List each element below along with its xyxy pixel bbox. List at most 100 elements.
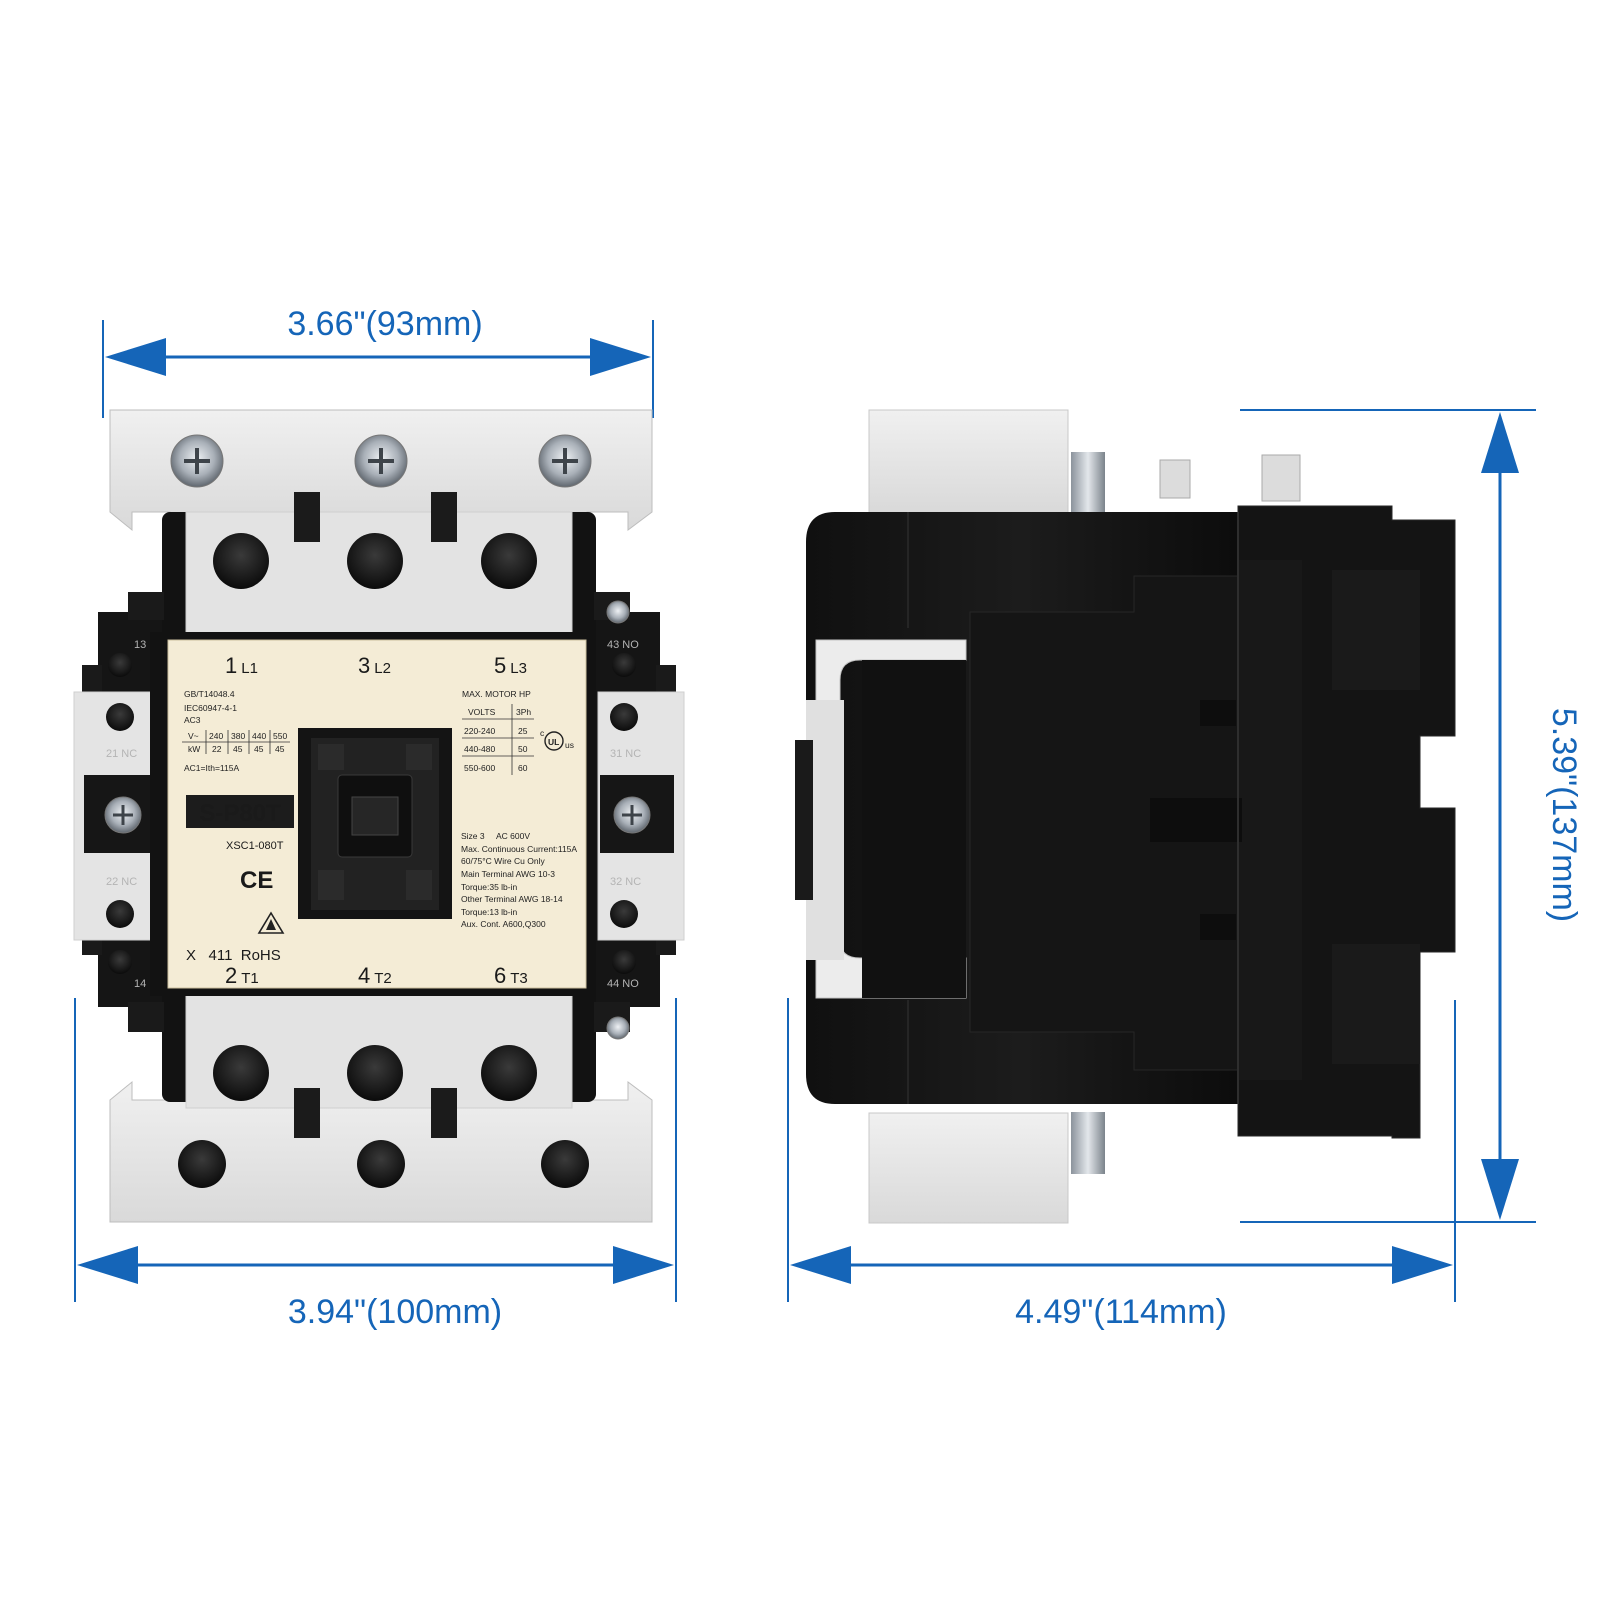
side-bottom-cover (868, 1112, 1069, 1224)
rating-cell: 45 (254, 744, 264, 754)
motor-hp-header: VOLTS (468, 707, 496, 717)
spec-line: Torque:35 lb-in (461, 882, 518, 892)
terminal-number: 4 (358, 963, 370, 988)
top-cover-screw (538, 434, 592, 488)
spec-line: Other Terminal AWG 18-14 (461, 894, 563, 904)
aux-terminal-hole (610, 703, 638, 731)
aux-terminal-hole (106, 703, 134, 731)
terminal-hole (347, 1045, 403, 1101)
spec-line: Max. Continuous Current:115A (461, 844, 577, 854)
bottom-width-label: 3.94"(100mm) (288, 1293, 502, 1331)
terminal-number: 6 (494, 963, 506, 988)
standard-line: AC3 (184, 715, 201, 725)
svg-text:us: us (565, 740, 574, 750)
terminal-hole (213, 533, 269, 589)
terminal-sub: T2 (374, 970, 392, 987)
rating-cell: 22 (212, 744, 222, 754)
aux-label-13: 13 (134, 639, 146, 651)
cover-screw-hole (541, 1140, 589, 1188)
side-height-label: 5.39"(137mm) (1545, 708, 1583, 922)
terminal-hole (481, 533, 537, 589)
spec-line: 60/75°C Wire Cu Only (461, 856, 545, 866)
terminal-sub: L1 (241, 660, 258, 677)
side-depth-label: 4.49"(114mm) (1015, 1293, 1227, 1331)
contactor-front-view: 13 43 NO 21 NC 31 NC 22 NC 32 NC 14 44 N… (73, 409, 685, 1223)
aux-screw (606, 1016, 630, 1040)
rating-cell: 240 (209, 731, 223, 741)
top-width-label: 3.66"(93mm) (287, 305, 482, 343)
terminal-sub: T1 (241, 970, 259, 987)
aux-label-21-nc: 21 NC (106, 748, 137, 760)
top-cover-screw (354, 434, 408, 488)
svg-text:5L3: 5L3 (494, 653, 527, 678)
cover-screw-hole (357, 1140, 405, 1188)
spec-line: Torque:13 lb-in (461, 907, 518, 917)
terminal-bolt (1071, 1112, 1105, 1174)
ul-mark-icon: UL c us (540, 728, 574, 751)
svg-text:1L1: 1L1 (225, 653, 258, 678)
aux-label-14: 14 (134, 978, 146, 990)
rating-cell: 45 (275, 744, 285, 754)
svg-text:4T2: 4T2 (358, 963, 392, 988)
terminal-bolt (1071, 452, 1105, 514)
spec-line: Aux. Cont. A600,Q300 (461, 919, 546, 929)
dimension-lines (74, 320, 1536, 1302)
aux-terminal-hole (108, 653, 132, 677)
model-name: S-P80T (199, 800, 281, 827)
contactor-side-view (795, 409, 1456, 1224)
ce-mark: CE (240, 867, 273, 894)
aux-screw (104, 796, 142, 834)
spec-line: Main Terminal AWG 10-3 (461, 869, 555, 879)
standard-line: IEC60947-4-1 (184, 703, 237, 713)
motor-hp-cell: 50 (518, 744, 528, 754)
motor-hp-cell: 25 (518, 726, 528, 736)
model-badge (186, 795, 294, 828)
rating-cell: kW (188, 744, 200, 754)
terminal-number: 1 (225, 653, 237, 678)
aux-terminal-hole (610, 900, 638, 928)
rating-table: V~ 240 380 440 550 kW 22 45 45 45 (182, 730, 290, 754)
part-number: XSC1-080T (226, 840, 284, 852)
aux-terminal-hole (612, 950, 636, 974)
aux-terminal-hole (106, 900, 134, 928)
svg-text:c: c (540, 728, 545, 738)
rating-cell: 440 (252, 731, 266, 741)
terminal-hole (481, 1045, 537, 1101)
aux-label-44-no: 44 NO (607, 978, 639, 990)
aux-terminal-hole (108, 950, 132, 974)
motor-hp-cell: 550-600 (464, 763, 495, 773)
motor-hp-header: 3Ph (516, 707, 531, 717)
terminal-sub: L2 (374, 660, 391, 677)
warning-triangle-icon (257, 911, 285, 934)
svg-text:2T1: 2T1 (225, 963, 259, 988)
terminal-sub: T3 (510, 970, 528, 987)
terminal-hole (347, 533, 403, 589)
rating-cell: V~ (188, 731, 199, 741)
aux-terminal-hole (612, 653, 636, 677)
terminal-hole (213, 1045, 269, 1101)
aux-label-43-no: 43 NO (607, 639, 639, 651)
aux-label-31-nc: 31 NC (610, 748, 641, 760)
svg-text:UL: UL (548, 737, 559, 747)
motor-hp-cell: 60 (518, 763, 528, 773)
terminal-number: 3 (358, 653, 370, 678)
side-top-cover (868, 409, 1069, 514)
aux-screw (613, 796, 651, 834)
svg-text:3L2: 3L2 (358, 653, 391, 678)
motor-hp-cell: 440-480 (464, 744, 495, 754)
top-cover-screw (170, 434, 224, 488)
motor-hp-table: VOLTS 3Ph 220-240 25 440-480 50 550-600 … (462, 704, 534, 775)
rohs-line: X 411 RoHS (186, 947, 281, 964)
rating-cell: 550 (273, 731, 287, 741)
motor-hp-cell: 220-240 (464, 726, 495, 736)
ac1-line: AC1=Ith=115A (184, 763, 239, 773)
aux-label-32-nc: 32 NC (610, 876, 641, 888)
standard-line: GB/T14048.4 (184, 689, 235, 699)
aux-screw (606, 600, 630, 624)
rating-cell: 380 (231, 731, 245, 741)
svg-text:6T3: 6T3 (494, 963, 528, 988)
terminal-number: 2 (225, 963, 237, 988)
terminal-sub: L3 (510, 660, 527, 677)
rating-cell: 45 (233, 744, 243, 754)
